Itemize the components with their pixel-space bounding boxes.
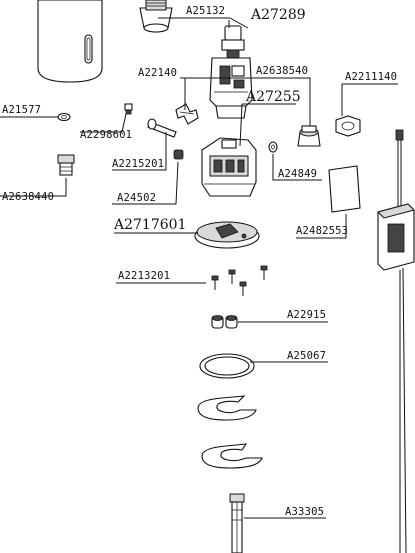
fitting-2638540-part	[297, 125, 321, 147]
label-a2638540: A2638540	[256, 65, 308, 77]
screw-2298601-part	[124, 103, 133, 115]
disc-2717601-part	[194, 221, 260, 249]
label-a22915: A22915	[287, 309, 326, 321]
label-a27289: A27289	[250, 7, 306, 23]
label-a22140: A22140	[138, 67, 177, 79]
label-a2638440: A2638440	[2, 191, 54, 203]
nut-24502-part	[173, 149, 184, 160]
sensor-box-part	[377, 129, 415, 553]
label-a2298601: A2298601	[80, 129, 132, 141]
label-a33305: A33305	[285, 506, 324, 518]
screws-2213201-part	[211, 265, 268, 296]
label-a24502: A24502	[117, 192, 156, 204]
hex-nut-part	[335, 115, 361, 137]
shaft-33305-part	[229, 493, 245, 553]
label-a25067: A25067	[287, 350, 326, 362]
washer-21577-part	[57, 112, 71, 122]
label-a25132: A25132	[186, 5, 225, 17]
oring-24849-part	[268, 141, 278, 153]
bolt-2215201-part	[147, 118, 177, 138]
label-a2717601: A2717601	[113, 217, 186, 233]
label-a2215201: A2215201	[112, 158, 164, 170]
label-a21577: A21577	[2, 104, 41, 116]
fitting-2638440-part	[57, 154, 75, 176]
bushings-22915-part	[211, 315, 238, 329]
valve-cartridge-part	[209, 25, 253, 119]
label-a2211140: A2211140	[345, 71, 397, 83]
clip-upper-part	[197, 395, 257, 421]
gasket-card-part	[328, 165, 361, 213]
leader-lines	[0, 17, 398, 519]
bracket-pin-part	[175, 103, 199, 125]
label-a2482553: A2482553	[296, 225, 348, 237]
label-a27255: A27255	[245, 89, 301, 105]
spout-body	[37, 0, 103, 83]
label-a24849: A24849	[278, 168, 317, 180]
valve-body-part	[201, 137, 257, 197]
ring-25067-part	[199, 353, 255, 379]
clip-lower-part	[201, 443, 263, 469]
aerator-cap-part	[139, 0, 173, 33]
label-a2213201: A2213201	[118, 270, 170, 282]
